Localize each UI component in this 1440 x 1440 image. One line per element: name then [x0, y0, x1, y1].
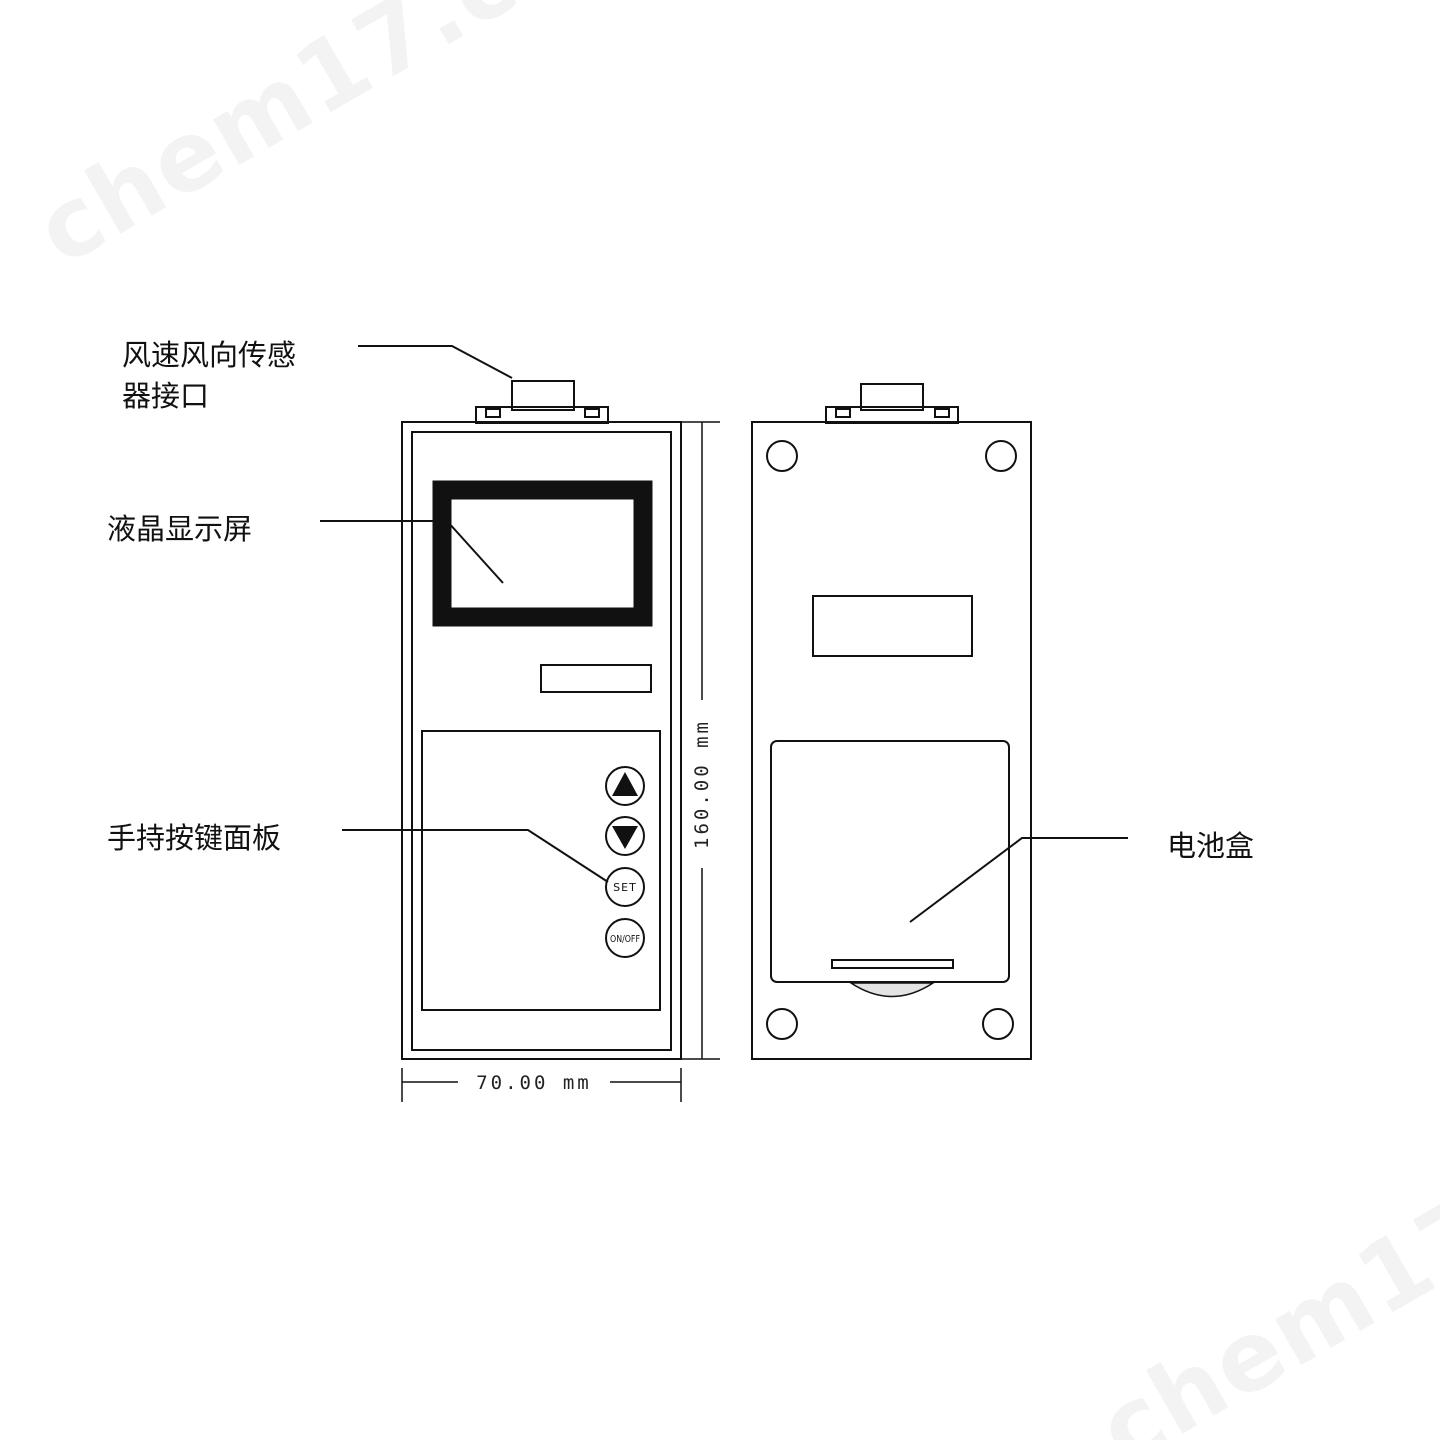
height-dimension-label: 160.00 mm	[691, 719, 713, 849]
back-label-window	[812, 595, 973, 657]
up-arrow-icon	[612, 772, 638, 796]
width-dimension-label: 70.00 mm	[476, 1072, 592, 1094]
down-button	[605, 816, 645, 856]
leader-battery	[909, 837, 1128, 923]
back-connector-nut-left	[835, 408, 851, 418]
set-button	[605, 867, 645, 907]
lcd-screen	[432, 480, 653, 627]
keypad-panel-label: 手持按键面板	[107, 821, 282, 855]
leader-sensor-port	[358, 345, 513, 379]
power-button	[605, 918, 645, 958]
screw-bottom-left	[766, 1008, 798, 1040]
back-connector-nut-right	[934, 408, 950, 418]
screw-bottom-right	[982, 1008, 1014, 1040]
set-button-label: SET	[613, 881, 637, 894]
leader-keypad	[342, 829, 609, 883]
down-arrow-icon	[612, 826, 638, 849]
screw-top-right	[985, 440, 1017, 472]
front-view	[401, 380, 682, 1060]
battery-latch	[848, 982, 936, 998]
front-connector	[511, 380, 575, 411]
front-connector-nut-right	[584, 408, 600, 418]
front-connector-nut-left	[485, 408, 501, 418]
lcd-screen-label: 液晶显示屏	[107, 512, 253, 546]
sensor-port-label-line2: 器接口	[122, 379, 210, 413]
battery-box	[770, 740, 1010, 983]
keypad-panel	[421, 730, 661, 1011]
back-view	[751, 383, 1032, 1060]
battery-box-label: 电池盒	[1167, 829, 1255, 863]
back-connector	[860, 383, 924, 411]
front-label-window	[540, 664, 652, 693]
up-button	[605, 766, 645, 806]
front-housing	[401, 421, 682, 1060]
sensor-port-label-line1: 风速风向传感	[122, 338, 297, 372]
battery-slot	[831, 959, 954, 969]
front-inner-panel	[411, 431, 672, 1051]
back-housing	[751, 421, 1032, 1060]
power-button-label: ON/OFF	[610, 934, 640, 945]
leader-lcd	[320, 520, 504, 584]
screw-top-left	[766, 440, 798, 472]
